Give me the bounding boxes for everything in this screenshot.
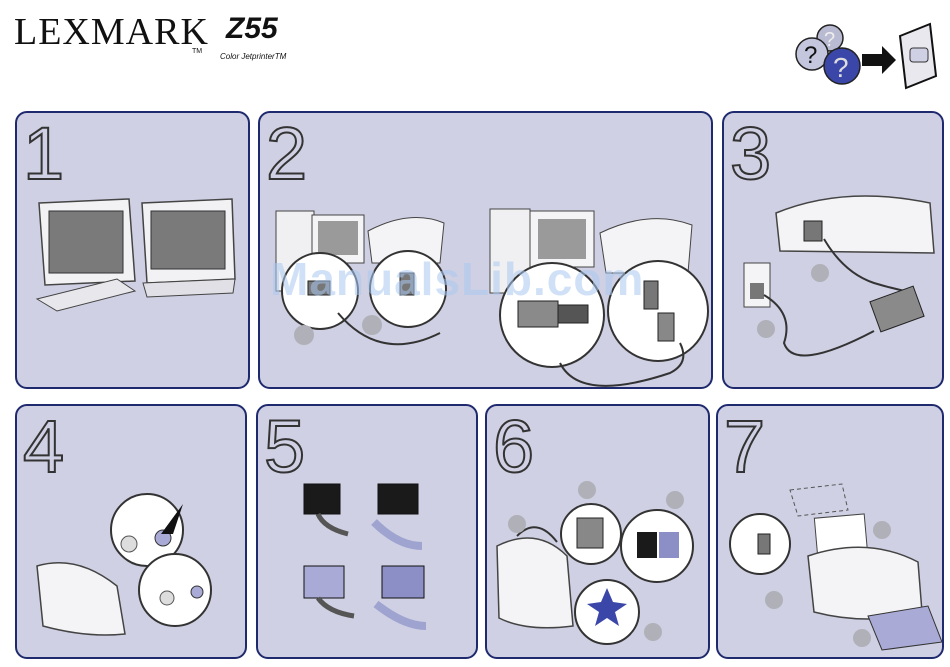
step-7-panel: 7: [716, 404, 944, 659]
model-subtitle: Color JetprinterTM: [220, 52, 286, 61]
step-4-panel: 4: [15, 404, 247, 659]
monitors-icon: [17, 113, 250, 389]
svg-text:?: ?: [833, 52, 849, 83]
cable-connection-icon: [260, 113, 713, 389]
step-3-panel: 3: [722, 111, 944, 389]
paper-load-icon: [718, 406, 944, 659]
step-6-panel: 6: [485, 404, 710, 659]
power-button-icon: [17, 406, 247, 659]
svg-text:?: ?: [804, 42, 817, 69]
model-name: Z55: [226, 12, 278, 46]
brand-trademark: TM: [192, 48, 202, 55]
step-5-panel: 5: [256, 404, 478, 659]
help-reference-icon: ? ? ?: [790, 16, 940, 96]
brand-logo: LEXMARK: [14, 10, 209, 54]
cartridge-tape-removal-icon: [258, 406, 478, 659]
watermark: ManualsLib.com: [270, 252, 644, 306]
cartridge-install-icon: [487, 406, 710, 659]
step-2-panel: 2: [258, 111, 713, 389]
step-1-panel: 1: [15, 111, 250, 389]
power-adapter-icon: [724, 113, 944, 389]
